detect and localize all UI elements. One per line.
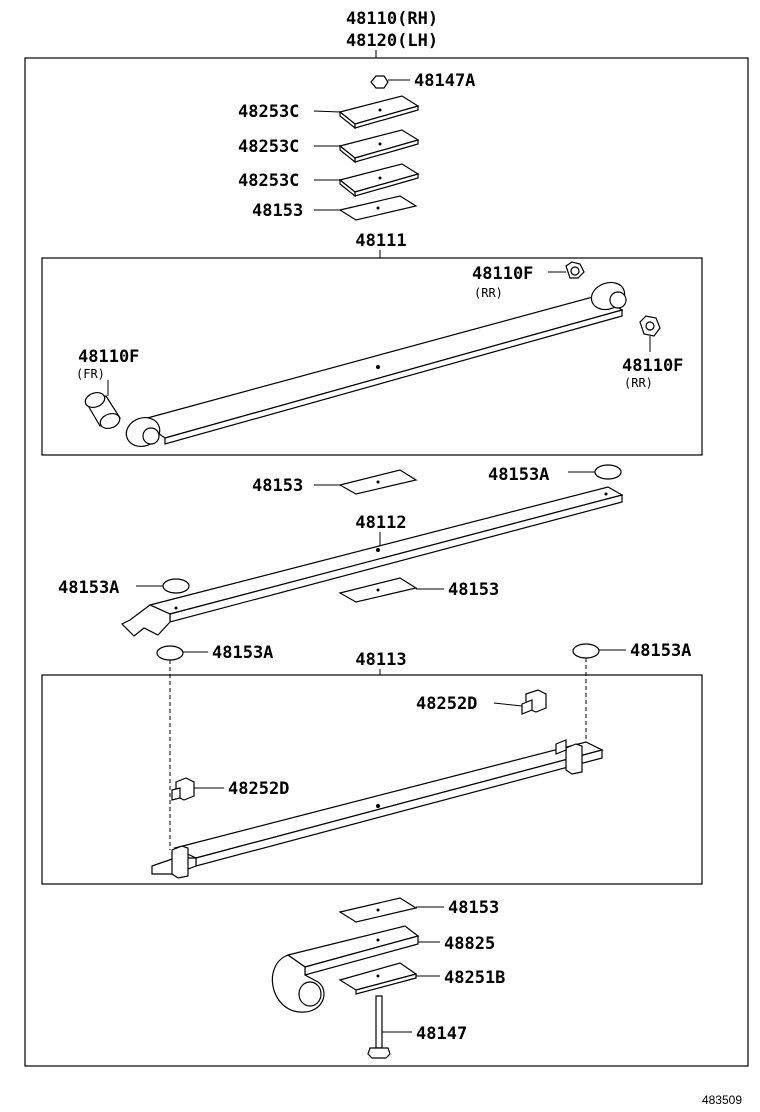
bushing-front-label: 48110F xyxy=(78,347,139,367)
insert-label-top: 48153 xyxy=(252,201,303,221)
clip-label-lower: 48252D xyxy=(228,779,289,799)
third-leaf-part xyxy=(151,739,604,879)
diagram-code: 483509 xyxy=(702,1093,742,1107)
cap-part-mid-left xyxy=(136,578,190,594)
leaf2-label: 48112 xyxy=(355,513,406,533)
bracket-label: 48825 xyxy=(444,934,495,954)
insert-part-mid-bottom xyxy=(338,577,444,603)
insert-label-bottom: 48153 xyxy=(448,898,499,918)
clip-part-lower xyxy=(171,777,224,801)
bushing-rear-right-note: (RR) xyxy=(624,376,653,390)
cap-label-low-right: 48153A xyxy=(630,641,691,661)
main-leaf-part xyxy=(125,281,627,447)
bracket-part xyxy=(271,925,440,1013)
leaf3-frame xyxy=(41,674,703,885)
spacer-label-2: 48253C xyxy=(238,137,299,157)
nut-part xyxy=(370,75,410,89)
cap-part-low-left xyxy=(156,645,208,850)
bushing-rear-top-note: (RR) xyxy=(474,286,503,300)
cap-part-mid-right xyxy=(568,464,622,480)
bushing-rear-right-label: 48110F xyxy=(622,356,683,376)
bolt-label: 48147 xyxy=(416,1024,467,1044)
insert-label-mid-bottom: 48153 xyxy=(448,580,499,600)
cap-part-low-right xyxy=(572,643,626,750)
bushing-front-note: (FR) xyxy=(76,367,105,381)
clip-part-upper xyxy=(493,689,547,715)
outer-frame xyxy=(24,57,749,1067)
spacer-part-3 xyxy=(314,163,420,198)
spacer-part-2 xyxy=(314,129,420,164)
insert-part-mid-top xyxy=(314,469,418,495)
cap-label-low-left: 48153A xyxy=(212,643,273,663)
plate-label: 48251B xyxy=(444,968,505,988)
bushing-rear-top-part xyxy=(548,261,585,279)
clip-label-upper: 48252D xyxy=(416,694,477,714)
leaf1-label: 48111 xyxy=(355,231,406,251)
bushing-rear-top-label: 48110F xyxy=(472,264,533,284)
insert-part-bottom xyxy=(338,897,444,923)
bushing-rear-right-part xyxy=(639,315,661,352)
spacer-label-3: 48253C xyxy=(238,171,299,191)
cap-label-mid-left: 48153A xyxy=(58,578,119,598)
insert-label-mid-top: 48153 xyxy=(252,476,303,496)
insert-part-top xyxy=(314,195,418,221)
leaf3-label: 48113 xyxy=(355,650,406,670)
assembly-lh-label: 48120(LH) xyxy=(346,31,438,51)
cap-label-mid-right: 48153A xyxy=(488,465,549,485)
assembly-rh-label: 48110(RH) xyxy=(346,9,438,29)
bolt-part xyxy=(367,995,412,1059)
spacer-part-1 xyxy=(313,95,420,130)
second-leaf-part xyxy=(120,486,624,637)
spacer-label-1: 48253C xyxy=(238,102,299,122)
leaf1-frame xyxy=(41,257,703,456)
plate-part xyxy=(338,962,440,995)
bushing-front-part xyxy=(84,380,121,430)
nut-label: 48147A xyxy=(414,71,475,91)
